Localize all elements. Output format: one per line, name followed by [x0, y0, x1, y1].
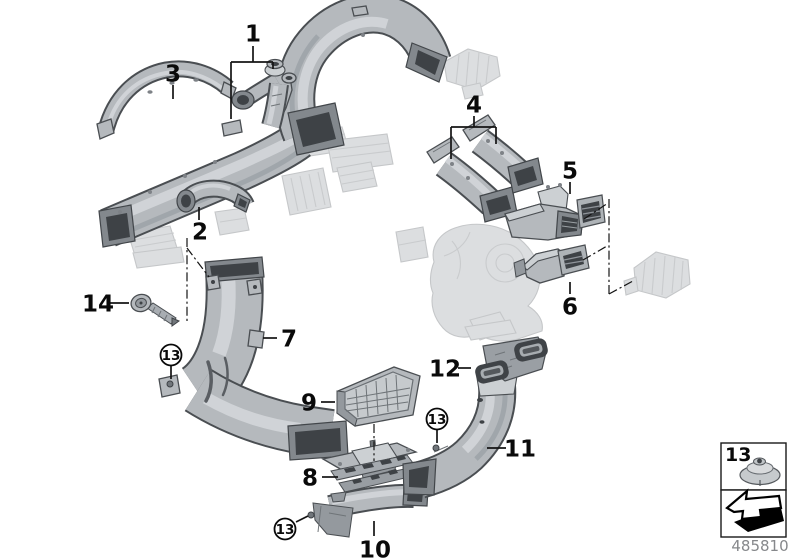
- ghost-parts: [127, 48, 691, 342]
- callout-3[interactable]: 3: [165, 61, 181, 99]
- installation-direction-arrow-icon: [725, 488, 784, 532]
- part-6-rear-duct-lower: [513, 244, 590, 284]
- callout-8[interactable]: 8: [302, 465, 338, 491]
- callout-9[interactable]: 9: [301, 390, 335, 416]
- callout-circle: [159, 343, 183, 367]
- grommet-icon: [739, 457, 781, 486]
- callout-label: 3: [165, 61, 181, 87]
- callout-6[interactable]: 6: [562, 282, 578, 320]
- clip-13-location-b: [432, 444, 440, 452]
- callout-label: 6: [562, 294, 578, 320]
- callout-label: 14: [82, 291, 114, 317]
- part-arch-duct: [275, 0, 452, 156]
- callout-12[interactable]: 12: [429, 356, 471, 382]
- leader-line: [295, 515, 309, 523]
- ghost-foam-block: [214, 207, 250, 236]
- part-14-fastener-pin: [130, 293, 181, 327]
- part-1-y-duct: [231, 58, 297, 129]
- callout-label: 5: [562, 158, 578, 184]
- part-9-vent-grille: [336, 366, 421, 427]
- callout-label: 9: [301, 390, 317, 416]
- clip-13-location-c: [307, 511, 315, 519]
- alignment-line: [582, 245, 608, 261]
- callout-circle: [273, 517, 297, 541]
- callout-14[interactable]: 14: [82, 291, 129, 317]
- alignment-line: [583, 202, 609, 220]
- part-8-support-assembly: [321, 439, 418, 493]
- sheet-number: 485810: [731, 537, 788, 555]
- ghost-center-vents: [281, 126, 429, 263]
- callout-label: 2: [192, 219, 208, 245]
- part-11-rear-floor-duct: [402, 375, 518, 499]
- callout-4[interactable]: 4: [450, 92, 497, 159]
- callout-2[interactable]: 2: [192, 207, 208, 245]
- clip-13-location-a: [166, 380, 174, 388]
- callout-13b[interactable]: 13: [425, 407, 449, 444]
- part-7-footwell-duct: [158, 256, 349, 461]
- ghost-heater-unit: [429, 223, 543, 342]
- callout-label: 10: [359, 537, 391, 560]
- callout-label: 11: [504, 436, 536, 462]
- callout-7[interactable]: 7: [263, 326, 297, 352]
- legend-inset: 13: [720, 442, 787, 538]
- callout-5[interactable]: 5: [562, 158, 578, 194]
- callout-10[interactable]: 10: [359, 521, 391, 560]
- part-5-rear-duct-upper: [504, 183, 606, 241]
- callout-label: 8: [302, 465, 318, 491]
- callout-13c[interactable]: 13: [273, 515, 309, 541]
- callout-13a[interactable]: 13: [159, 343, 183, 380]
- ghost-vent-right: [623, 251, 691, 299]
- part-4-duct-pair: [426, 114, 544, 223]
- alignment-line: [186, 247, 210, 278]
- callout-label: 1: [245, 21, 261, 47]
- callout-label: 13: [276, 522, 295, 538]
- alignment-line: [608, 280, 634, 295]
- callout-1[interactable]: 1: [230, 21, 274, 119]
- callout-label: 13: [428, 412, 447, 428]
- part-12-seal-set: [475, 336, 548, 384]
- ghost-vent-top-right: [443, 48, 501, 100]
- callout-label: 7: [281, 326, 297, 352]
- callout-11[interactable]: 11: [487, 436, 536, 462]
- callout-label: 13: [162, 348, 181, 364]
- callout-label: 12: [429, 356, 461, 382]
- part-3-curved-strip: [96, 60, 237, 140]
- part-2-elbow-duct: [176, 179, 255, 213]
- callout-circle: [425, 407, 449, 431]
- inset-clip-label: 13: [725, 444, 751, 466]
- callout-label: 4: [466, 92, 482, 118]
